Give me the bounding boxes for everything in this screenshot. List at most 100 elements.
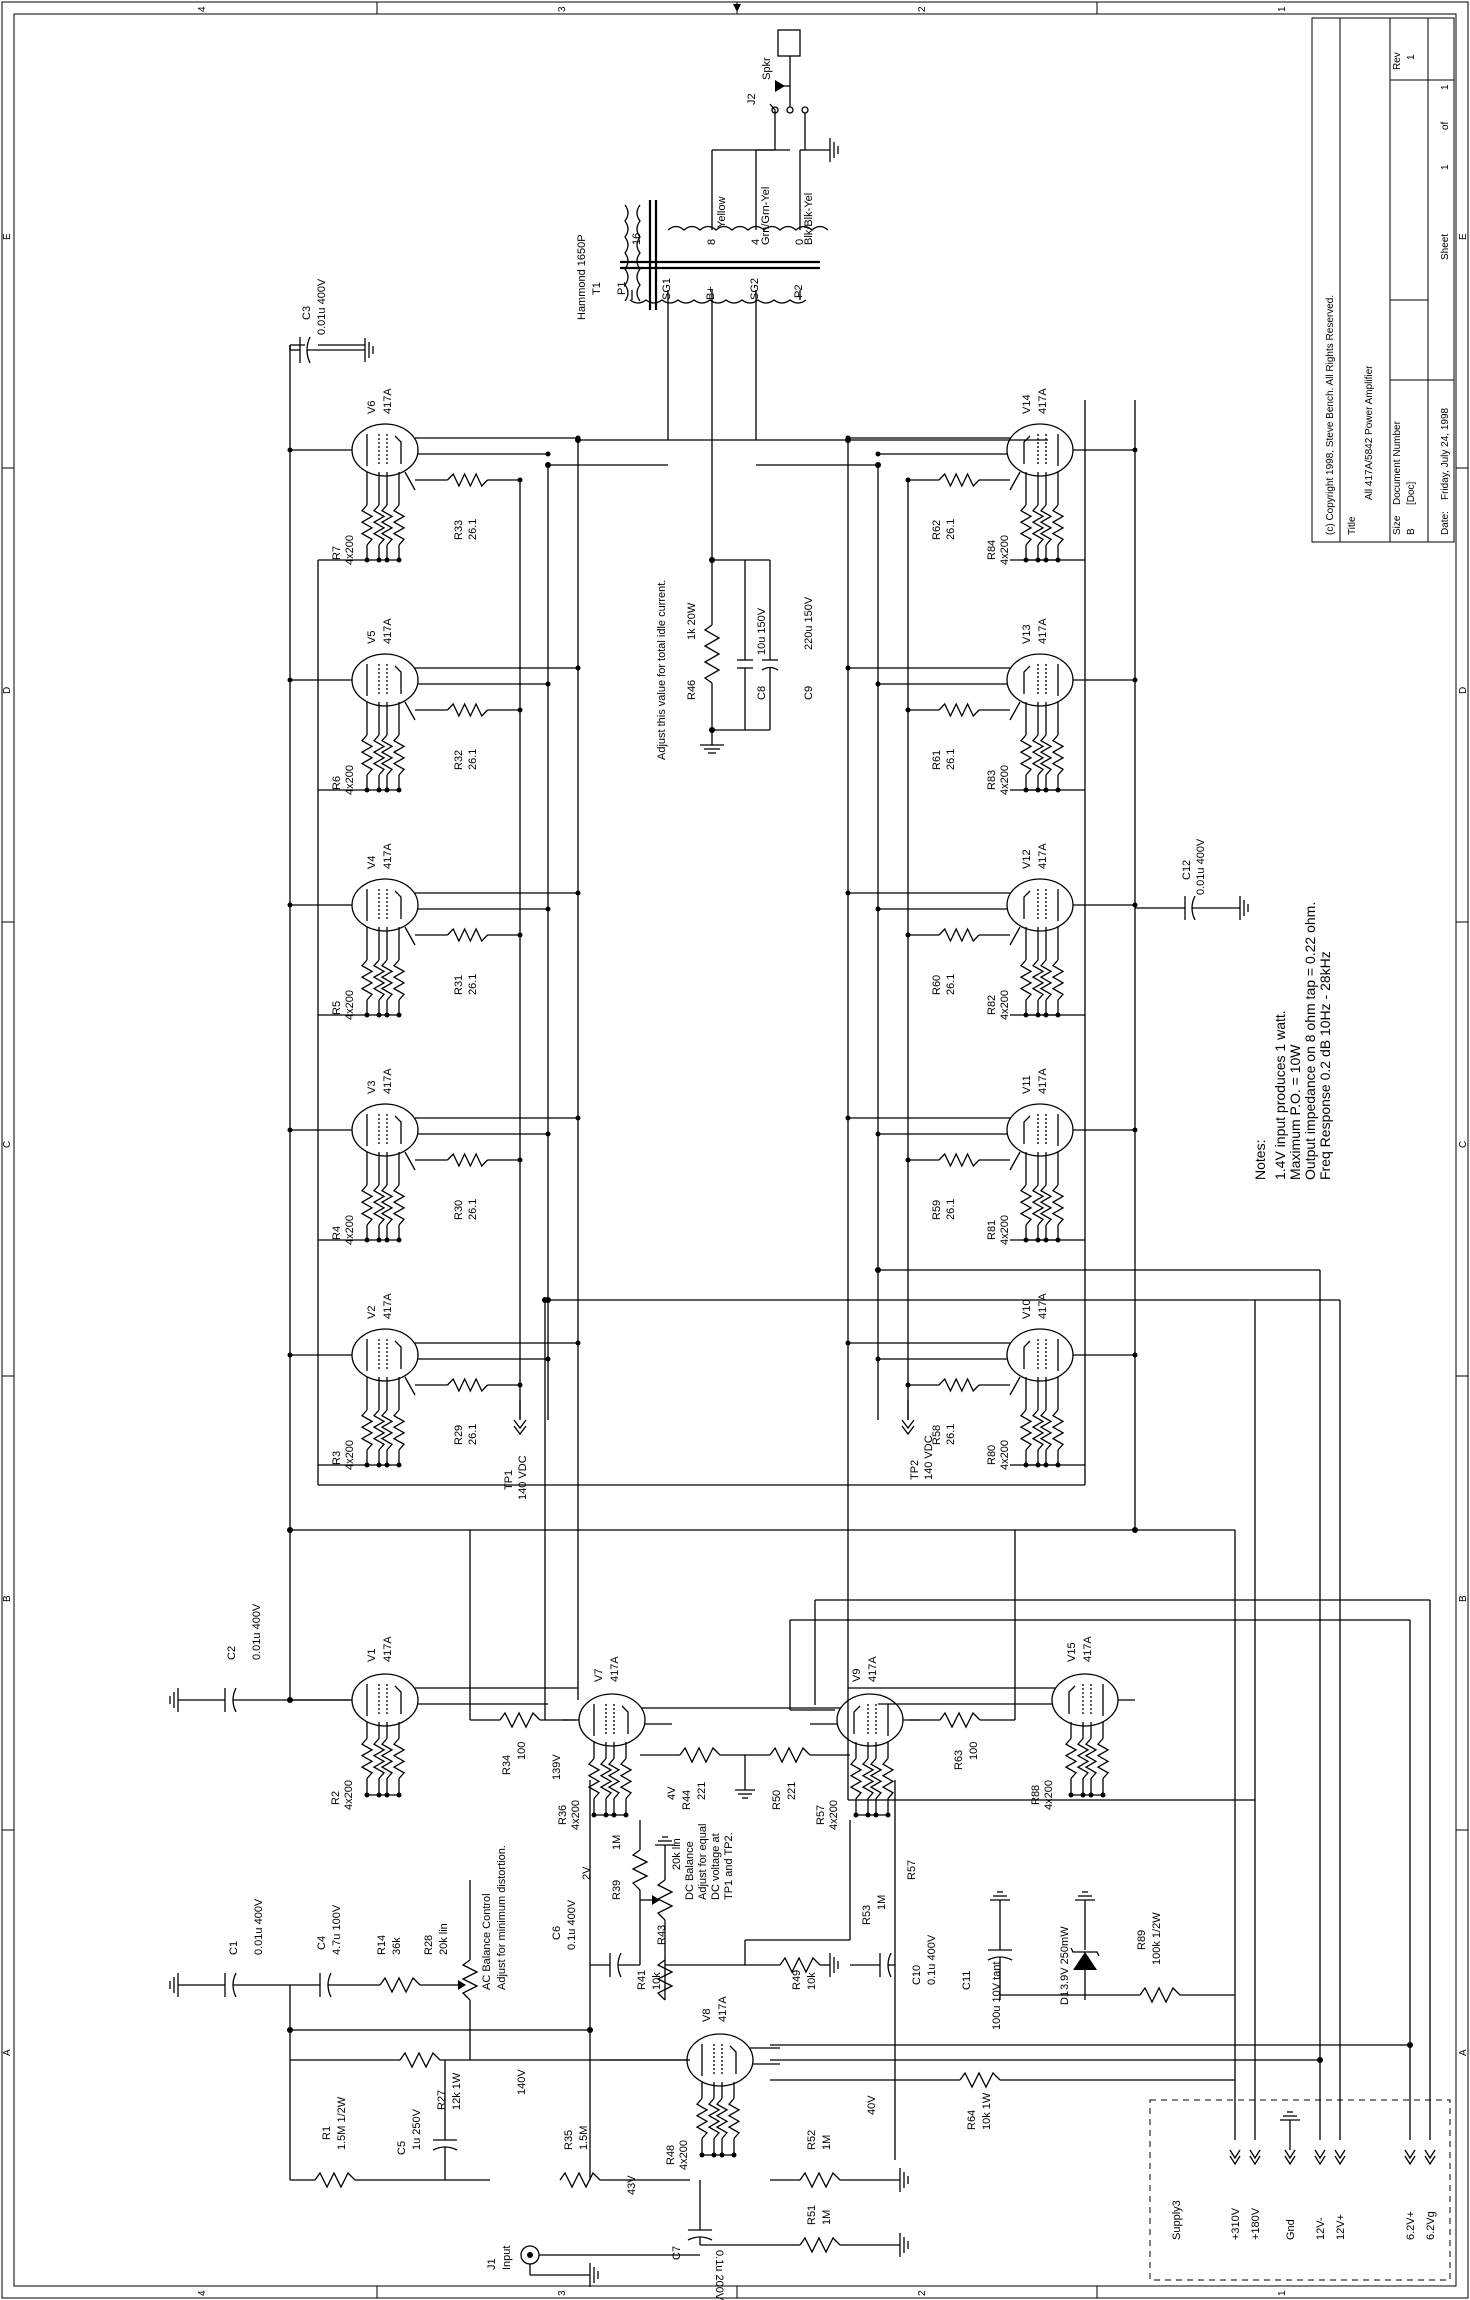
supply-rail-label-6: 6.2Vg xyxy=(1425,2211,1437,2240)
r1-val: 1.5M 1/2W xyxy=(336,2096,348,2150)
size-value: B xyxy=(1406,528,1417,535)
c11-val: 100u 10V tant xyxy=(991,1961,1003,2030)
docnum-value: [Doc] xyxy=(1406,481,1417,505)
v40-label: 40V xyxy=(866,2095,878,2115)
r89-ref: R89 xyxy=(1136,1930,1148,1950)
r33-val: 26.1 xyxy=(467,519,479,540)
title-text: All 417A/5842 Power Amplifier xyxy=(1364,365,1375,500)
j1-label: Input xyxy=(501,2246,513,2270)
resistor-r50: R50 221 xyxy=(745,1746,850,1810)
v14-type: 417A xyxy=(1037,388,1049,414)
zone-right-e: E xyxy=(1458,233,1469,240)
r52-ref: R52 xyxy=(806,2130,818,2150)
v14-ref: V14 xyxy=(1021,394,1033,414)
zone-right-d: D xyxy=(1458,687,1469,694)
r61-ref: R61 xyxy=(931,750,943,770)
c11-ref: C11 xyxy=(961,1971,973,1990)
v9-ref: V9 xyxy=(851,1669,863,1682)
rev-label: Rev xyxy=(1392,52,1403,70)
r31-ref: R31 xyxy=(453,975,465,995)
r29-ref: R29 xyxy=(453,1425,465,1445)
notes-line-1: 1.4V input produces 1 watt. xyxy=(1272,1010,1288,1180)
zone-left-a: A xyxy=(2,2049,13,2056)
size-label: Size xyxy=(1392,515,1403,535)
v139-label: 139V xyxy=(551,1754,563,1780)
v1-ref: V1 xyxy=(366,1649,378,1662)
capacitor-c10: C10 0.1u 400V R57 xyxy=(850,1780,938,2160)
supply-rail-4: 12V+ xyxy=(1334,2149,1347,2240)
zone-top-4: 4 xyxy=(197,6,208,12)
potentiometer-r28: R28 20k lin AC Balance Control Adjust fo… xyxy=(423,1845,508,2060)
r58-ref: R58 xyxy=(931,1425,943,1445)
v8-type: 417A xyxy=(717,1996,729,2022)
notes-line-4: Freq Response 0.2 dB 10Hz - 28kHz xyxy=(1317,951,1333,1180)
xfmr-pin-p2: P2 xyxy=(793,285,805,298)
v14-rk-val: 4x200 xyxy=(999,535,1011,565)
tp2-ref: TP2 xyxy=(909,1460,921,1480)
v2-ref: V2 xyxy=(366,1306,378,1319)
r64-val: 10k 1W xyxy=(981,2092,993,2130)
v2-rk-val: 4x200 xyxy=(344,1440,356,1470)
supply-rail-1: +180V xyxy=(1249,2149,1262,2240)
r29-val: 26.1 xyxy=(467,1424,479,1445)
tp1-val: 140 VDC xyxy=(517,1455,529,1500)
capacitor-c3: C3 0.01u 400V xyxy=(289,278,374,364)
potentiometer-r43: R43 20k lin DC Balance Adjust for equal … xyxy=(640,1824,735,1960)
zone-right-b: B xyxy=(1458,1595,1469,1602)
v8-rk-ref: R48 xyxy=(665,2145,677,2165)
zone-left-c: C xyxy=(2,1141,13,1148)
r46-ref: R46 xyxy=(686,680,698,700)
v10-rk-val: 4x200 xyxy=(999,1440,1011,1470)
resistor-r64: R64 10k 1W 40V xyxy=(770,2071,1235,2130)
r34-ref: R34 xyxy=(501,1755,513,1775)
resistor-r89: R89 100k 1/2W xyxy=(999,1912,1235,2004)
r62-ref: R62 xyxy=(931,520,943,540)
r32-ref: R32 xyxy=(453,750,465,770)
d1-val: 3.9V 250mW xyxy=(1059,1926,1071,1990)
resistor-r39: R39 1M 2V xyxy=(581,1820,649,1965)
date-label: Date: xyxy=(1440,511,1451,535)
dc-balance-1: DC Balance xyxy=(684,1841,696,1900)
resistor-r14: R14 36k xyxy=(376,1935,450,1994)
ac-balance-note: Adjust for minimum distortion. xyxy=(496,1845,508,1990)
c5-val: 1u 250V xyxy=(411,2108,423,2150)
r28-val: 20k lin xyxy=(438,1923,450,1955)
v2-label: 2V xyxy=(581,1866,593,1880)
r49-val: 10k xyxy=(806,1972,818,1990)
zone-bottom-2: 2 xyxy=(917,2290,928,2296)
v9-type: 417A xyxy=(867,1656,879,1682)
v3-rk-val: 4x200 xyxy=(344,1215,356,1245)
r61-val: 26.1 xyxy=(945,749,957,770)
resistor-r41: R41 10k xyxy=(636,1959,674,2001)
v4-rk-val: 4x200 xyxy=(344,990,356,1020)
supply-rail-0: +310V xyxy=(1229,2149,1242,2240)
xfmr-tap-8: 8 xyxy=(706,239,718,245)
j2-ref: J2 xyxy=(746,93,758,105)
r34-val: 100 xyxy=(516,1742,528,1760)
zone-left-e: E xyxy=(2,233,13,240)
c3-val: 0.01u 400V xyxy=(316,278,328,335)
resistor-r63: R63 100 xyxy=(910,1530,1016,1770)
speaker-jack: J2 Spkr xyxy=(746,29,839,162)
wire-blk: Blk/Blk-Yel xyxy=(803,193,815,245)
r35-val: 1.5M xyxy=(578,2126,590,2150)
capacitor-c11: C11 100u 10V tant xyxy=(961,1891,1013,2030)
v11-ref: V11 xyxy=(1021,1075,1033,1094)
supply-rail-label-1: +180V xyxy=(1250,2207,1262,2240)
notes-line-2: Maximum P.O. = 10W xyxy=(1287,1044,1303,1180)
rev-value: 1 xyxy=(1406,54,1417,60)
supply-rail-2: Gnd xyxy=(1280,2111,1300,2240)
r43-val: 20k lin xyxy=(671,1838,683,1870)
tp1-ref: TP1 xyxy=(503,1470,515,1490)
v6-type: 417A xyxy=(382,388,394,414)
zone-top-1: 1 xyxy=(1277,6,1288,12)
test-point-tp2: TP2 140 VDC xyxy=(901,1400,935,1480)
r33-ref: R33 xyxy=(453,520,465,540)
resistor-r53: R53 1M xyxy=(849,1820,888,1925)
v5-rk-ref: R6 xyxy=(331,776,343,790)
